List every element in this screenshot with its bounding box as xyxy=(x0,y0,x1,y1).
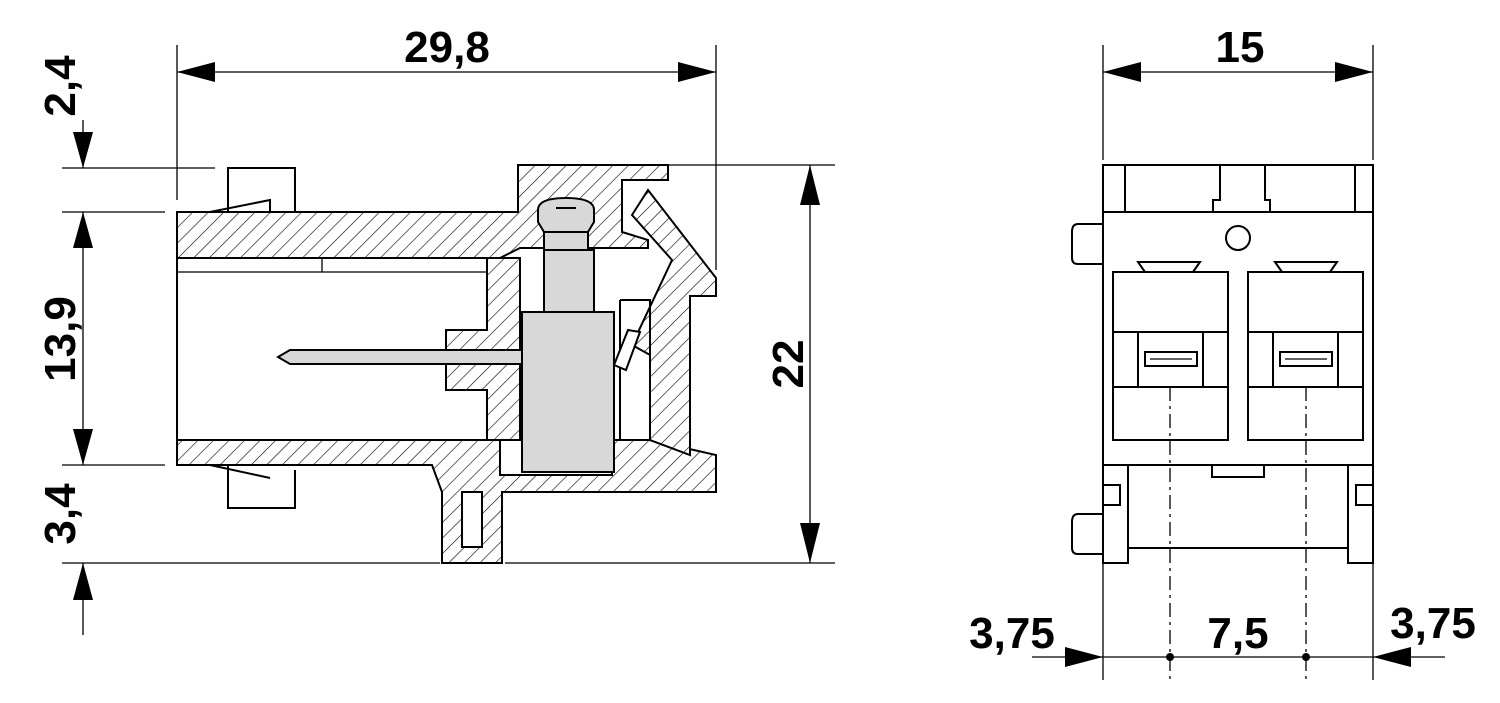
overall-height-label: 22 xyxy=(764,340,813,389)
bottom-offset-label: 3,4 xyxy=(36,483,85,545)
left-margin-label: 3,75 xyxy=(969,609,1055,658)
top-offset-label: 2,4 xyxy=(36,55,85,117)
front-view: 15 xyxy=(969,23,1476,680)
dimension-width: 15 xyxy=(1102,23,1374,160)
housing-section xyxy=(176,164,717,564)
overall-width-label: 29,8 xyxy=(404,23,490,72)
test-hole-icon xyxy=(1225,225,1251,251)
side-view: 29,8 22 2,4 13,9 3,4 xyxy=(36,23,835,635)
dimension-pitch-chain: 3,75 7,5 3,75 xyxy=(969,563,1476,680)
right-margin-label: 3,75 xyxy=(1390,599,1476,648)
body-height-label: 13,9 xyxy=(36,296,85,382)
front-housing xyxy=(1071,164,1374,680)
dimension-left-stack: 2,4 13,9 3,4 xyxy=(36,55,440,635)
width-label: 15 xyxy=(1216,23,1265,72)
dimension-overall-height: 22 xyxy=(505,164,835,564)
dimension-overall-width: 29,8 xyxy=(176,23,717,270)
pitch-label: 7,5 xyxy=(1207,609,1268,658)
